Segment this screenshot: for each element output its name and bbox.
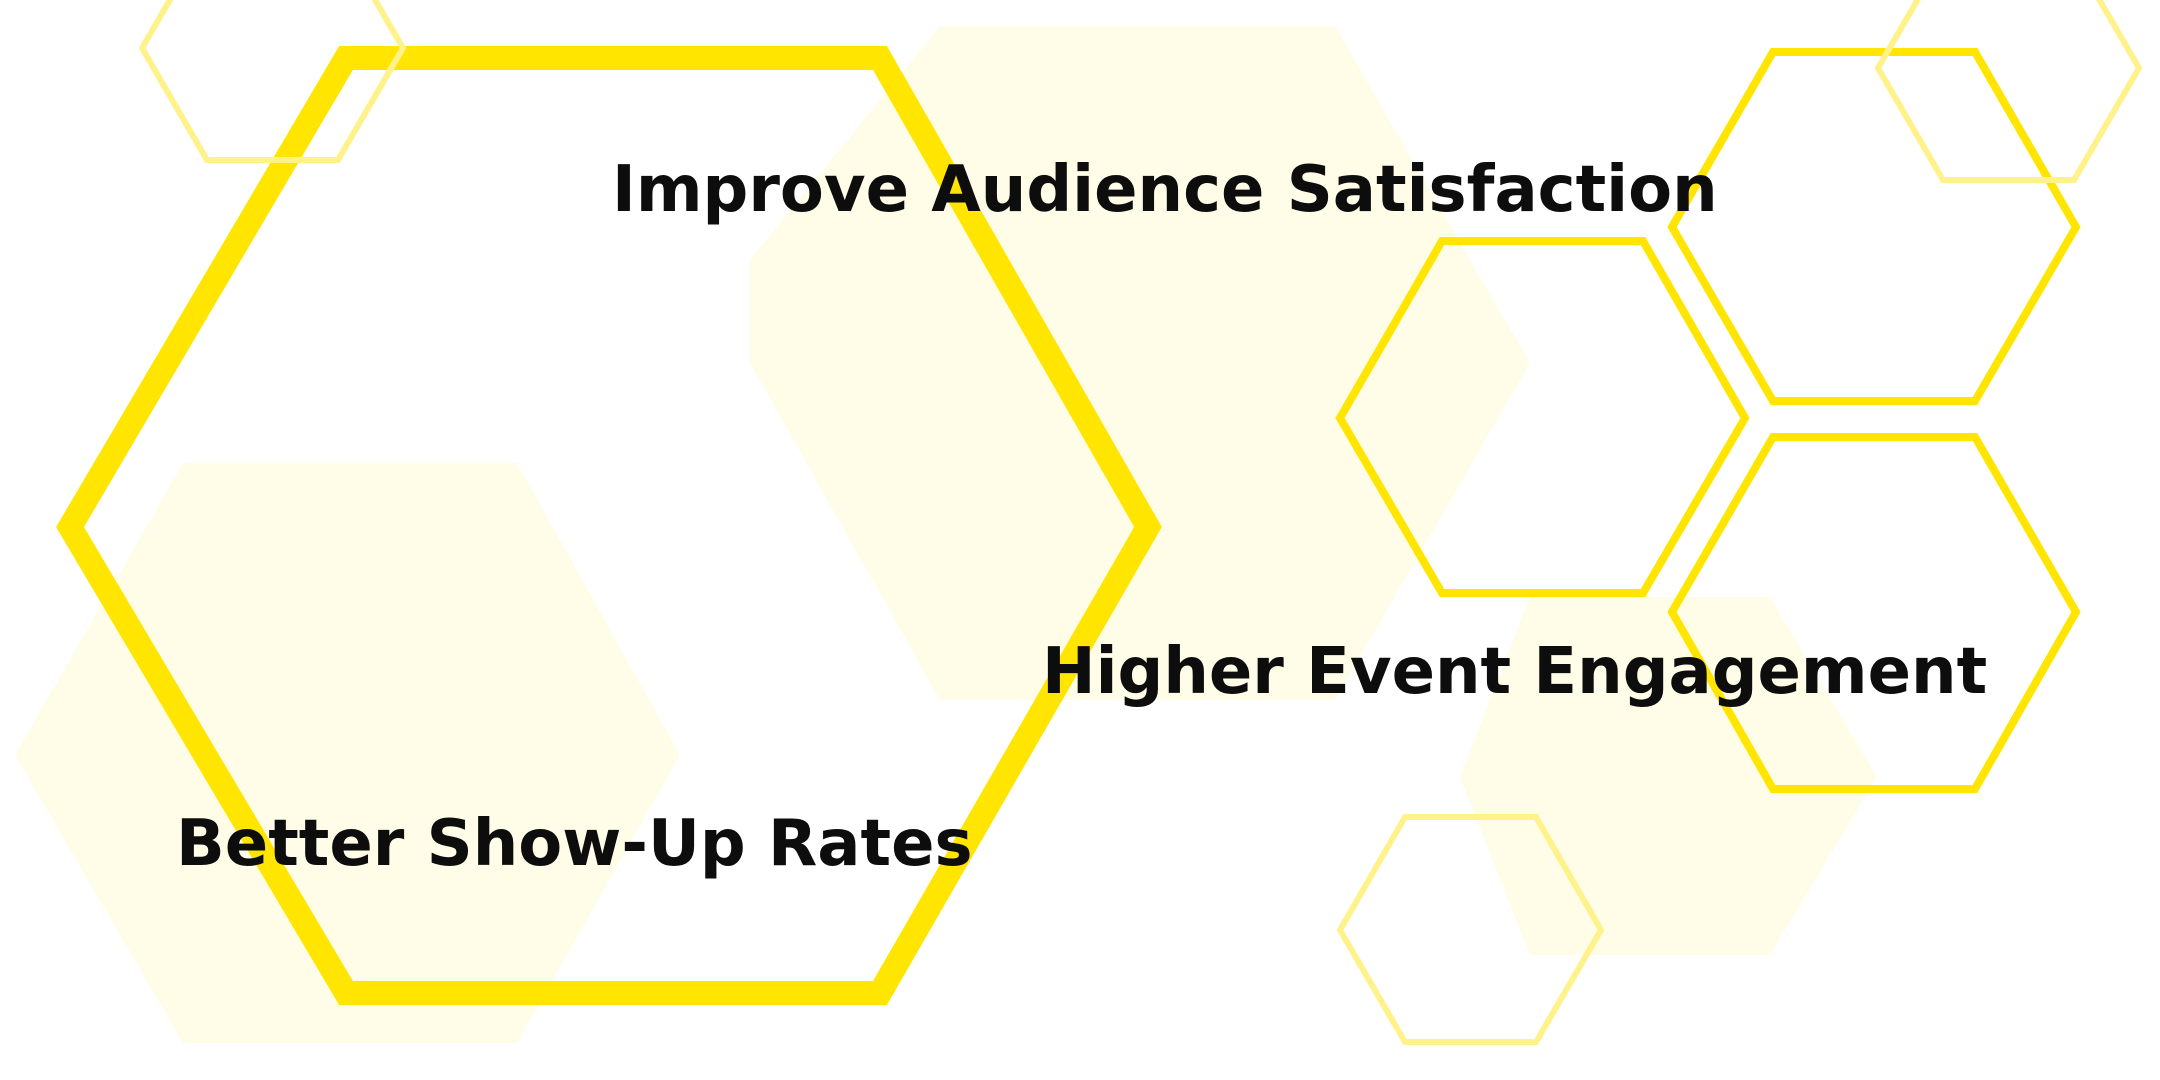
outline-hexagon-center-right [1335, 237, 1750, 597]
headline-higher-event-engagement: Higher Event Engagement [1042, 635, 1988, 709]
outline-hexagon-mid-right [1667, 433, 2081, 793]
outline-hexagon-top-right [1667, 48, 2081, 405]
faded-hexagon-top-right [1874, 0, 2143, 183]
faded-hexagon-top-left [138, 0, 407, 163]
faded-hexagon-bottom [1336, 814, 1605, 1045]
large-outline-hexagon [56, 46, 1162, 1005]
headline-improve-audience-satisfaction: Improve Audience Satisfaction [612, 153, 1718, 227]
pale-hexagon-center [750, 26, 1530, 700]
headline-better-show-up-rates: Better Show-Up Rates [176, 807, 973, 881]
pale-hexagon-left [15, 463, 680, 1043]
